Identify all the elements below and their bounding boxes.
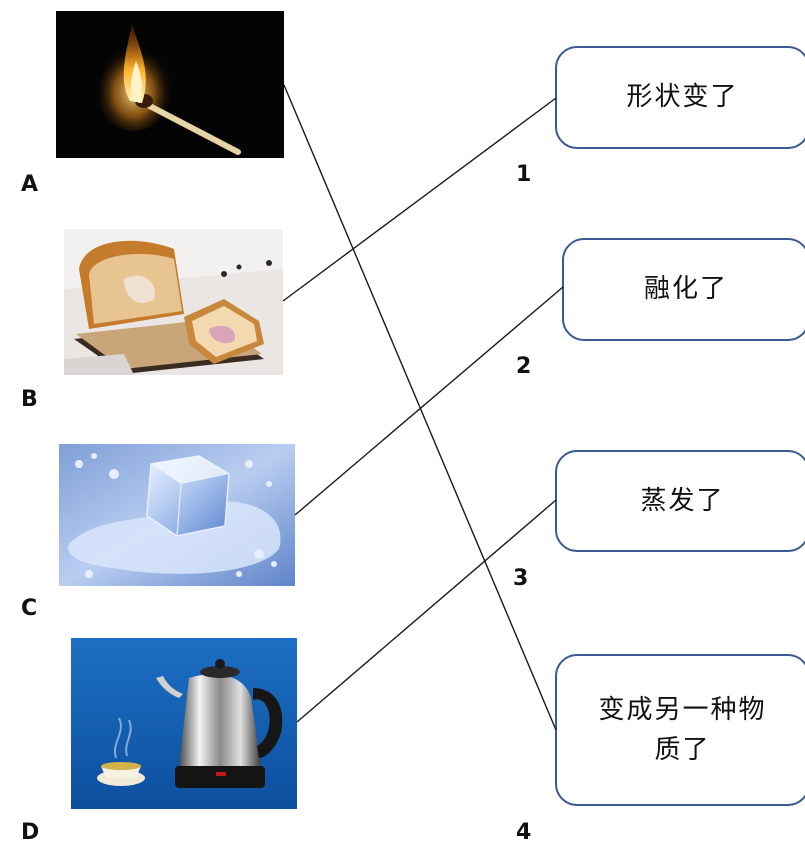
match-line-b-1 xyxy=(282,97,557,302)
boiling-kettle-photo xyxy=(71,638,297,809)
option-box-4[interactable]: 变成另一种物质了 xyxy=(555,654,805,806)
match-line-c-2 xyxy=(294,286,564,516)
option-number-3: 3 xyxy=(513,566,529,591)
item-letter-a: A xyxy=(21,172,39,197)
option-number-1: 1 xyxy=(516,162,532,187)
item-letter-c: C xyxy=(21,596,38,621)
option-text-3: 蒸发了 xyxy=(640,485,725,516)
option-box-1[interactable]: 形状变了 xyxy=(555,46,805,149)
option-number-2: 2 xyxy=(516,354,532,379)
melting-ice-cube-photo xyxy=(59,444,295,586)
option-text-1: 形状变了 xyxy=(626,82,739,113)
item-letter-b: B xyxy=(21,387,38,412)
sliced-bread-photo xyxy=(64,229,283,375)
item-letter-d: D xyxy=(21,820,40,845)
burning-match-photo xyxy=(56,11,284,158)
match-line-d-3 xyxy=(296,499,557,723)
option-box-2[interactable]: 融化了 xyxy=(562,238,805,341)
option-number-4: 4 xyxy=(516,820,532,845)
option-text-4: 变成另一种物质了 xyxy=(598,694,767,765)
option-text-2: 融化了 xyxy=(643,274,728,305)
option-box-3[interactable]: 蒸发了 xyxy=(555,450,805,552)
